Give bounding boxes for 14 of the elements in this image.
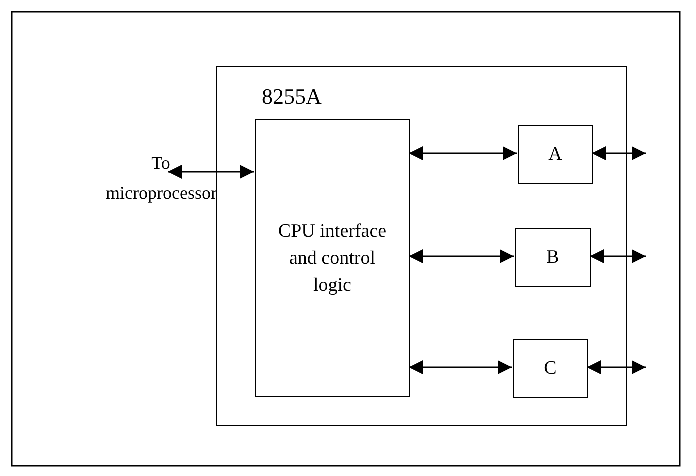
port-box: C (513, 339, 588, 398)
double-arrow (409, 360, 512, 374)
chip-label: 8255A (262, 83, 322, 110)
double-arrow (409, 146, 517, 160)
double-arrow (409, 250, 514, 264)
double-arrow (587, 360, 646, 374)
double-arrow (590, 250, 646, 264)
port-box: B (515, 228, 591, 287)
chip-box (216, 66, 627, 426)
logic-block: CPU interface and control logic (255, 119, 410, 397)
double-arrow (168, 165, 254, 179)
double-arrow (592, 146, 646, 160)
port-box: A (518, 125, 593, 184)
side-label: To microprocessor (106, 152, 216, 205)
